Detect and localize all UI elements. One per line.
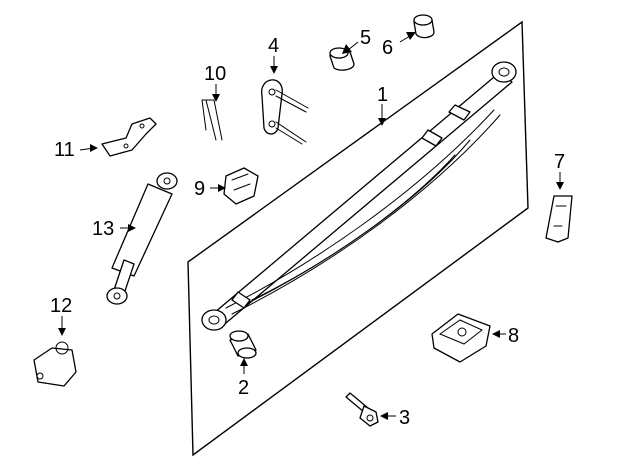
bolt-part-3[interactable] bbox=[345, 392, 379, 427]
bump-stop-part-9[interactable] bbox=[223, 167, 259, 205]
callout-13: 13 bbox=[92, 218, 114, 240]
callout-11: 11 bbox=[54, 139, 75, 161]
callout-12: 12 bbox=[50, 295, 72, 317]
bushing-part-2[interactable] bbox=[229, 330, 257, 359]
callout-3: 3 bbox=[399, 407, 410, 429]
callout-9: 9 bbox=[194, 178, 205, 200]
callout-6: 6 bbox=[382, 37, 393, 59]
shackle-part-4[interactable] bbox=[260, 79, 309, 145]
callout-labels: 1 2 3 4 5 6 7 8 9 10 11 12 13 bbox=[50, 27, 565, 429]
bracket-part-12[interactable] bbox=[33, 341, 77, 387]
plate-part-7[interactable] bbox=[545, 195, 573, 243]
bushing-part-6[interactable] bbox=[413, 14, 435, 39]
callout-7: 7 bbox=[554, 151, 565, 173]
shock-absorber-part-13[interactable] bbox=[106, 172, 178, 305]
callout-8: 8 bbox=[508, 325, 519, 347]
callout-1: 1 bbox=[377, 84, 388, 106]
u-bolt-part-10[interactable] bbox=[201, 99, 223, 141]
bracket-part-11[interactable] bbox=[101, 117, 157, 157]
leaf-spring[interactable] bbox=[201, 61, 517, 331]
callout-5: 5 bbox=[360, 27, 371, 49]
spring-seat-part-8[interactable] bbox=[431, 313, 491, 363]
callout-4: 4 bbox=[268, 35, 279, 57]
callout-2: 2 bbox=[238, 377, 249, 399]
leader-lines bbox=[58, 32, 564, 420]
callout-10: 10 bbox=[204, 63, 226, 85]
